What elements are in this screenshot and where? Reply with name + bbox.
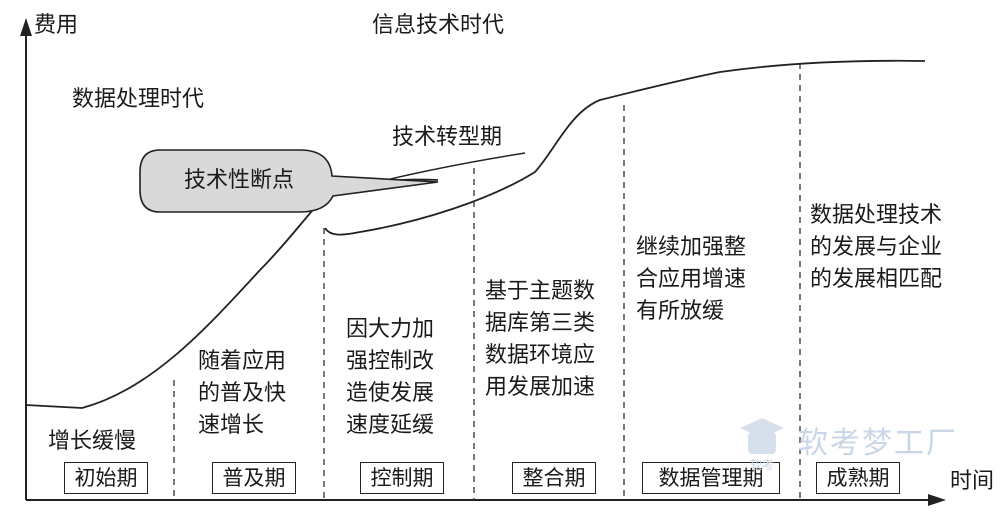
tech-breakpoint-label: 技术性断点 (184, 168, 295, 193)
stage-2-desc: 随着应用 的普及快 速增长 (198, 349, 287, 438)
stage-6-name: 成熟期 (816, 462, 900, 494)
growth-curve-late (324, 59, 926, 236)
stage-2-name: 普及期 (212, 462, 296, 494)
y-axis-arrow (20, 18, 32, 36)
y-axis-label: 费用 (34, 13, 79, 38)
watermark-logo (740, 418, 784, 454)
breakpoint-bubble (139, 149, 439, 213)
stage-4-name: 整合期 (512, 462, 596, 494)
stage-4-desc: 基于主题数 据库第三类 数据环境应 用发展加速 (485, 279, 596, 400)
stage-1-name: 初始期 (64, 462, 148, 494)
x-axis-label: 时间 (950, 469, 995, 494)
stage-5-name: 数据管理期 (642, 462, 780, 494)
stage-3-name: 控制期 (360, 462, 444, 494)
stage-3-desc: 因大力加 强控制改 造使发展 速度延缓 (346, 317, 435, 438)
era-info-tech: 信息技术时代 (372, 13, 505, 38)
stage-1-desc: 增长缓慢 (48, 429, 137, 454)
watermark-text: 软考梦工厂 (798, 426, 958, 461)
x-axis-arrow (928, 494, 946, 506)
era-data-processing: 数据处理时代 (72, 87, 205, 112)
watermark-badge: 软考 (750, 458, 775, 472)
tech-transition-label: 技术转型期 (392, 125, 503, 150)
stage-6-desc: 数据处理技术 的发展与企业 的发展相匹配 (810, 203, 943, 292)
stage-5-desc: 继续加强整 合应用增速 有所放缓 (636, 235, 747, 324)
